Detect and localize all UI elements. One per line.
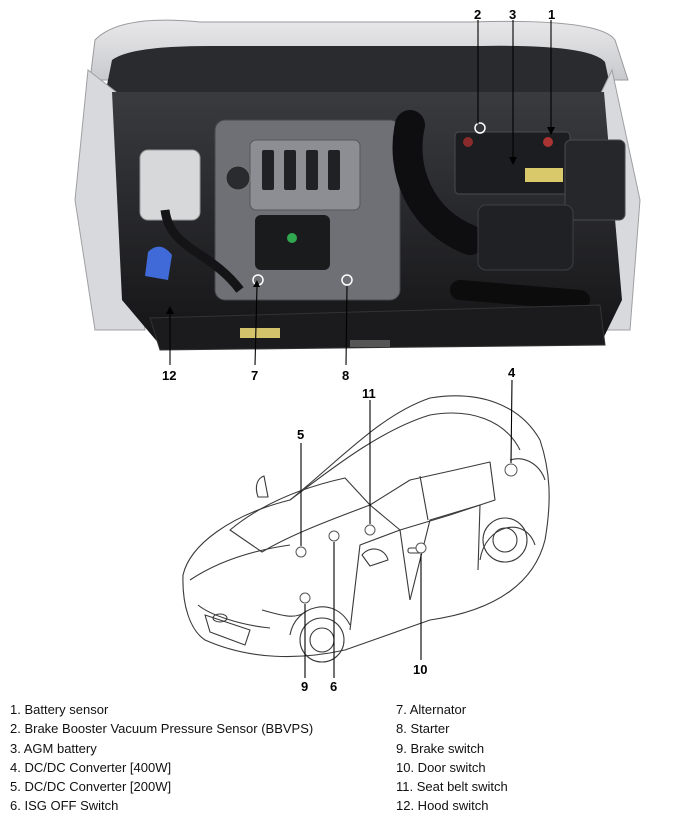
legend-item: 5. DC/DC Converter [200W] (10, 779, 172, 795)
legend-item: 1. Battery sensor (10, 702, 109, 717)
air-cleaner-box (477, 204, 574, 271)
legend-item: 6. ISG OFF Switch (10, 798, 119, 814)
callout-8: 8 (342, 368, 350, 383)
callout-6: 6 (330, 679, 338, 694)
battery-terminal-pos (543, 137, 553, 147)
legend-item: 11. Seat belt switch (396, 779, 508, 795)
green-connector (287, 233, 297, 243)
coolant-reservoir (139, 149, 201, 221)
callout-11: 11 (362, 386, 376, 401)
latch-slot (350, 340, 390, 347)
battery-terminal-neg (463, 137, 473, 147)
hood-liner (105, 45, 612, 95)
engine-leaders (169, 20, 552, 366)
car-markers (295, 463, 518, 604)
air-intake-duct (392, 110, 485, 255)
callout-3: 3 (509, 7, 517, 22)
hood-latch-label (240, 328, 280, 338)
callout-12: 12 (162, 368, 177, 383)
radiator-support (149, 304, 606, 351)
legend-item: 3. AGM battery (10, 740, 97, 756)
engine-arrows (166, 127, 555, 314)
legend-item: 9. Brake switch (396, 740, 485, 756)
battery-label (525, 168, 563, 182)
legend-left: 1. Battery sensor 2. Brake Booster Vacuu… (10, 700, 313, 816)
legend-item: 8. Starter (396, 721, 450, 737)
ignition-coils (262, 150, 340, 190)
legend-item: 2. Brake Booster Vacuum Pressure Sensor … (10, 721, 314, 737)
legend-item: 7. Alternator (396, 702, 467, 717)
callout-7: 7 (251, 368, 259, 383)
washer-reservoir (145, 246, 172, 280)
callout-5: 5 (297, 427, 305, 442)
callout-9: 9 (301, 679, 309, 694)
coolant-hose (160, 209, 244, 293)
intake-hose (450, 280, 590, 310)
callout-10: 10 (413, 662, 428, 677)
car-line-drawing (182, 395, 550, 663)
callout-1: 1 (548, 7, 556, 22)
legend-right: 7. Alternator 8. Starter 9. Brake switch… (396, 700, 508, 816)
callout-4: 4 (508, 365, 516, 380)
callout-2: 2 (474, 7, 482, 22)
legend-item: 12. Hood switch (396, 798, 489, 814)
legend-item: 4. DC/DC Converter [400W] (10, 759, 172, 775)
fuse-box (564, 139, 626, 221)
car-leaders (300, 379, 513, 678)
legend-item: 10. Door switch (396, 759, 486, 775)
oil-cap (225, 165, 251, 191)
